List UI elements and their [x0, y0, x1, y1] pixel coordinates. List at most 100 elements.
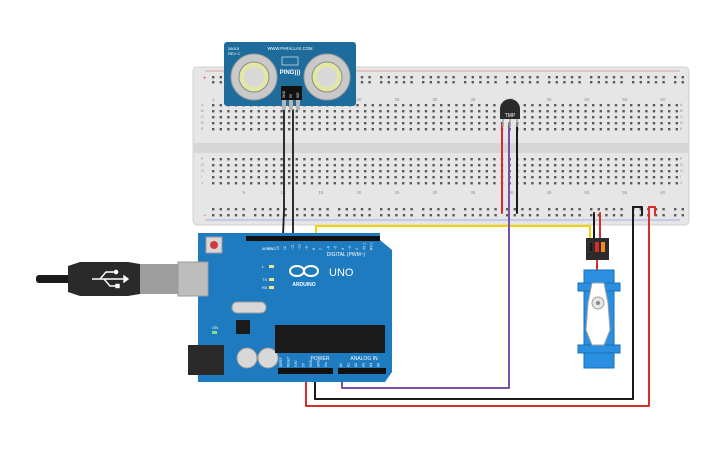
breadboard-hole[interactable] [485, 122, 488, 125]
breadboard-hole[interactable] [597, 81, 600, 84]
breadboard-hole[interactable] [257, 170, 260, 173]
breadboard-hole[interactable] [531, 116, 534, 119]
breadboard-hole[interactable] [478, 182, 481, 185]
breadboard-hole[interactable] [494, 214, 497, 217]
breadboard-hole[interactable] [303, 164, 306, 167]
wire-black-ground[interactable] [314, 206, 634, 400]
breadboard-hole[interactable] [521, 214, 524, 217]
breadboard-hole[interactable] [513, 208, 516, 211]
breadboard-hole[interactable] [479, 214, 482, 217]
breadboard-hole[interactable] [668, 164, 671, 167]
breadboard-hole[interactable] [612, 208, 616, 211]
breadboard-hole[interactable] [493, 164, 496, 167]
breadboard-hole[interactable] [364, 164, 367, 167]
breadboard-hole[interactable] [326, 164, 329, 167]
breadboard-hole[interactable] [620, 76, 623, 79]
breadboard-hole[interactable] [654, 76, 658, 79]
breadboard-hole[interactable] [506, 208, 509, 211]
breadboard-hole[interactable] [455, 128, 458, 131]
breadboard-hole[interactable] [409, 110, 412, 113]
breadboard-hole[interactable] [371, 158, 374, 161]
breadboard-hole[interactable] [318, 158, 321, 161]
breadboard-hole[interactable] [576, 128, 580, 131]
breadboard-hole[interactable] [402, 110, 405, 113]
breadboard-hole[interactable] [455, 110, 458, 113]
breadboard-hole[interactable] [485, 110, 488, 113]
breadboard-hole[interactable] [622, 122, 625, 125]
breadboard-hole[interactable] [341, 170, 344, 173]
breadboard-hole[interactable] [288, 164, 291, 167]
breadboard-hole[interactable] [599, 182, 602, 185]
breadboard-hole[interactable] [212, 214, 215, 217]
breadboard-hole[interactable] [379, 104, 382, 107]
breadboard-hole[interactable] [318, 128, 321, 131]
breadboard-hole[interactable] [333, 182, 336, 185]
breadboard-hole[interactable] [326, 116, 329, 119]
breadboard-hole[interactable] [494, 208, 497, 211]
breadboard-hole[interactable] [637, 122, 640, 125]
breadboard-hole[interactable] [561, 116, 564, 119]
breadboard-hole[interactable] [341, 158, 344, 161]
breadboard-hole[interactable] [455, 170, 458, 173]
breadboard-hole[interactable] [272, 170, 276, 173]
breadboard-hole[interactable] [409, 122, 412, 125]
breadboard-hole[interactable] [437, 208, 440, 211]
breadboard-hole[interactable] [234, 208, 238, 211]
breadboard-hole[interactable] [614, 176, 618, 179]
breadboard-hole[interactable] [470, 182, 473, 185]
breadboard-hole[interactable] [432, 110, 435, 113]
breadboard-hole[interactable] [353, 208, 356, 211]
breadboard-hole[interactable] [455, 158, 458, 161]
breadboard-hole[interactable] [569, 104, 572, 107]
breadboard-hole[interactable] [368, 81, 371, 84]
breadboard-hole[interactable] [219, 104, 222, 107]
breadboard-hole[interactable] [440, 116, 443, 119]
breadboard-hole[interactable] [645, 176, 648, 179]
breadboard-hole[interactable] [318, 208, 322, 211]
breadboard-hole[interactable] [402, 122, 405, 125]
breadboard-hole[interactable] [555, 81, 558, 84]
breadboard-hole[interactable] [333, 122, 336, 125]
breadboard-hole[interactable] [303, 182, 306, 185]
breadboard-hole[interactable] [652, 182, 656, 185]
breadboard-hole[interactable] [599, 170, 602, 173]
breadboard-hole[interactable] [523, 128, 526, 131]
breadboard-hole[interactable] [409, 104, 412, 107]
breadboard-hole[interactable] [288, 116, 291, 119]
breadboard-hole[interactable] [531, 164, 534, 167]
breadboard-hole[interactable] [546, 158, 549, 161]
breadboard-hole[interactable] [630, 158, 633, 161]
breadboard-hole[interactable] [356, 116, 359, 119]
breadboard-hole[interactable] [326, 176, 329, 179]
breadboard-hole[interactable] [318, 116, 321, 119]
breadboard-hole[interactable] [348, 158, 352, 161]
breadboard-hole[interactable] [288, 122, 291, 125]
breadboard-hole[interactable] [227, 170, 230, 173]
breadboard-hole[interactable] [242, 158, 245, 161]
breadboard-hole[interactable] [662, 214, 665, 217]
breadboard-hole[interactable] [447, 110, 450, 113]
breadboard-hole[interactable] [265, 128, 268, 131]
breadboard-hole[interactable] [630, 122, 633, 125]
breadboard-hole[interactable] [303, 170, 306, 173]
breadboard-hole[interactable] [447, 128, 450, 131]
breadboard-hole[interactable] [417, 158, 420, 161]
breadboard-hole[interactable] [452, 81, 455, 84]
breadboard-hole[interactable] [242, 164, 245, 167]
breadboard-hole[interactable] [219, 81, 222, 84]
breadboard-hole[interactable] [538, 104, 542, 107]
breadboard-hole[interactable] [605, 208, 608, 211]
breadboard-hole[interactable] [578, 81, 581, 84]
breadboard-hole[interactable] [333, 164, 336, 167]
breadboard-hole[interactable] [295, 116, 298, 119]
breadboard-hole[interactable] [402, 176, 405, 179]
breadboard-hole[interactable] [326, 208, 329, 211]
breadboard-hole[interactable] [364, 104, 367, 107]
breadboard-hole[interactable] [471, 208, 474, 211]
breadboard-hole[interactable] [637, 170, 640, 173]
breadboard-hole[interactable] [548, 76, 551, 79]
breadboard-hole[interactable] [280, 110, 283, 113]
breadboard-hole[interactable] [464, 208, 467, 211]
breadboard-hole[interactable] [409, 116, 412, 119]
breadboard-hole[interactable] [486, 76, 490, 79]
